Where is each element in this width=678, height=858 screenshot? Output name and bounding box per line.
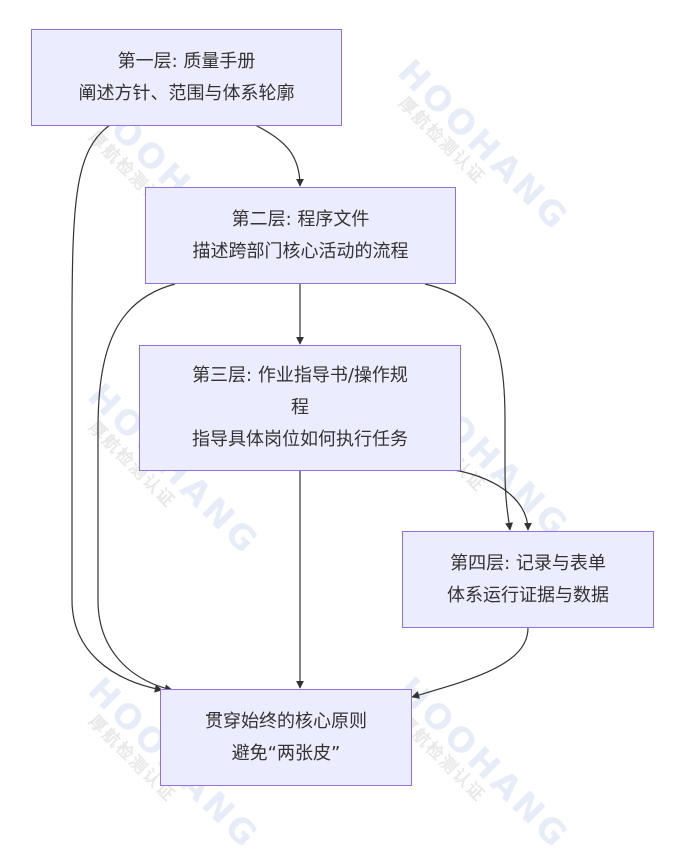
- node-title: 第四层: 记录与表单: [450, 552, 606, 574]
- edge-n1-n5: [71, 124, 163, 693]
- node-description: 描述跨部门核心活动的流程: [192, 240, 409, 262]
- node-core-principle: 贯穿始终的核心原则 避免“两张皮”: [160, 689, 412, 786]
- edge-n2-n5: [97, 283, 176, 693]
- node-quality-manual: 第一层: 质量手册 阐述方针、范围与体系轮廓: [31, 29, 342, 126]
- node-title: 第一层: 质量手册: [117, 50, 256, 72]
- node-description: 阐述方针、范围与体系轮廓: [78, 82, 295, 104]
- edge-n1-n2: [254, 124, 304, 187]
- node-title: 贯穿始终的核心原则: [205, 710, 367, 732]
- node-records-forms: 第四层: 记录与表单 体系运行证据与数据: [402, 531, 654, 628]
- node-description: 体系运行证据与数据: [447, 584, 609, 606]
- node-description: 避免“两张皮”: [231, 742, 341, 764]
- node-title: 第二层: 程序文件: [231, 208, 370, 230]
- flow-edges: [71, 124, 532, 699]
- edge-n3-n4: [454, 469, 532, 531]
- node-description: 指导具体岗位如何执行任务: [192, 429, 408, 450]
- node-title-line1: 第三层: 作业指导书/操作规: [192, 365, 408, 386]
- edge-n2-n4: [424, 283, 514, 531]
- edge-n4-n5: [411, 627, 529, 699]
- node-work-instructions: 第三层: 作业指导书/操作规 程 指导具体岗位如何执行任务: [139, 345, 461, 471]
- node-procedure-documents: 第二层: 程序文件 描述跨部门核心活动的流程: [145, 187, 456, 284]
- node-title-line2: 程: [291, 397, 309, 418]
